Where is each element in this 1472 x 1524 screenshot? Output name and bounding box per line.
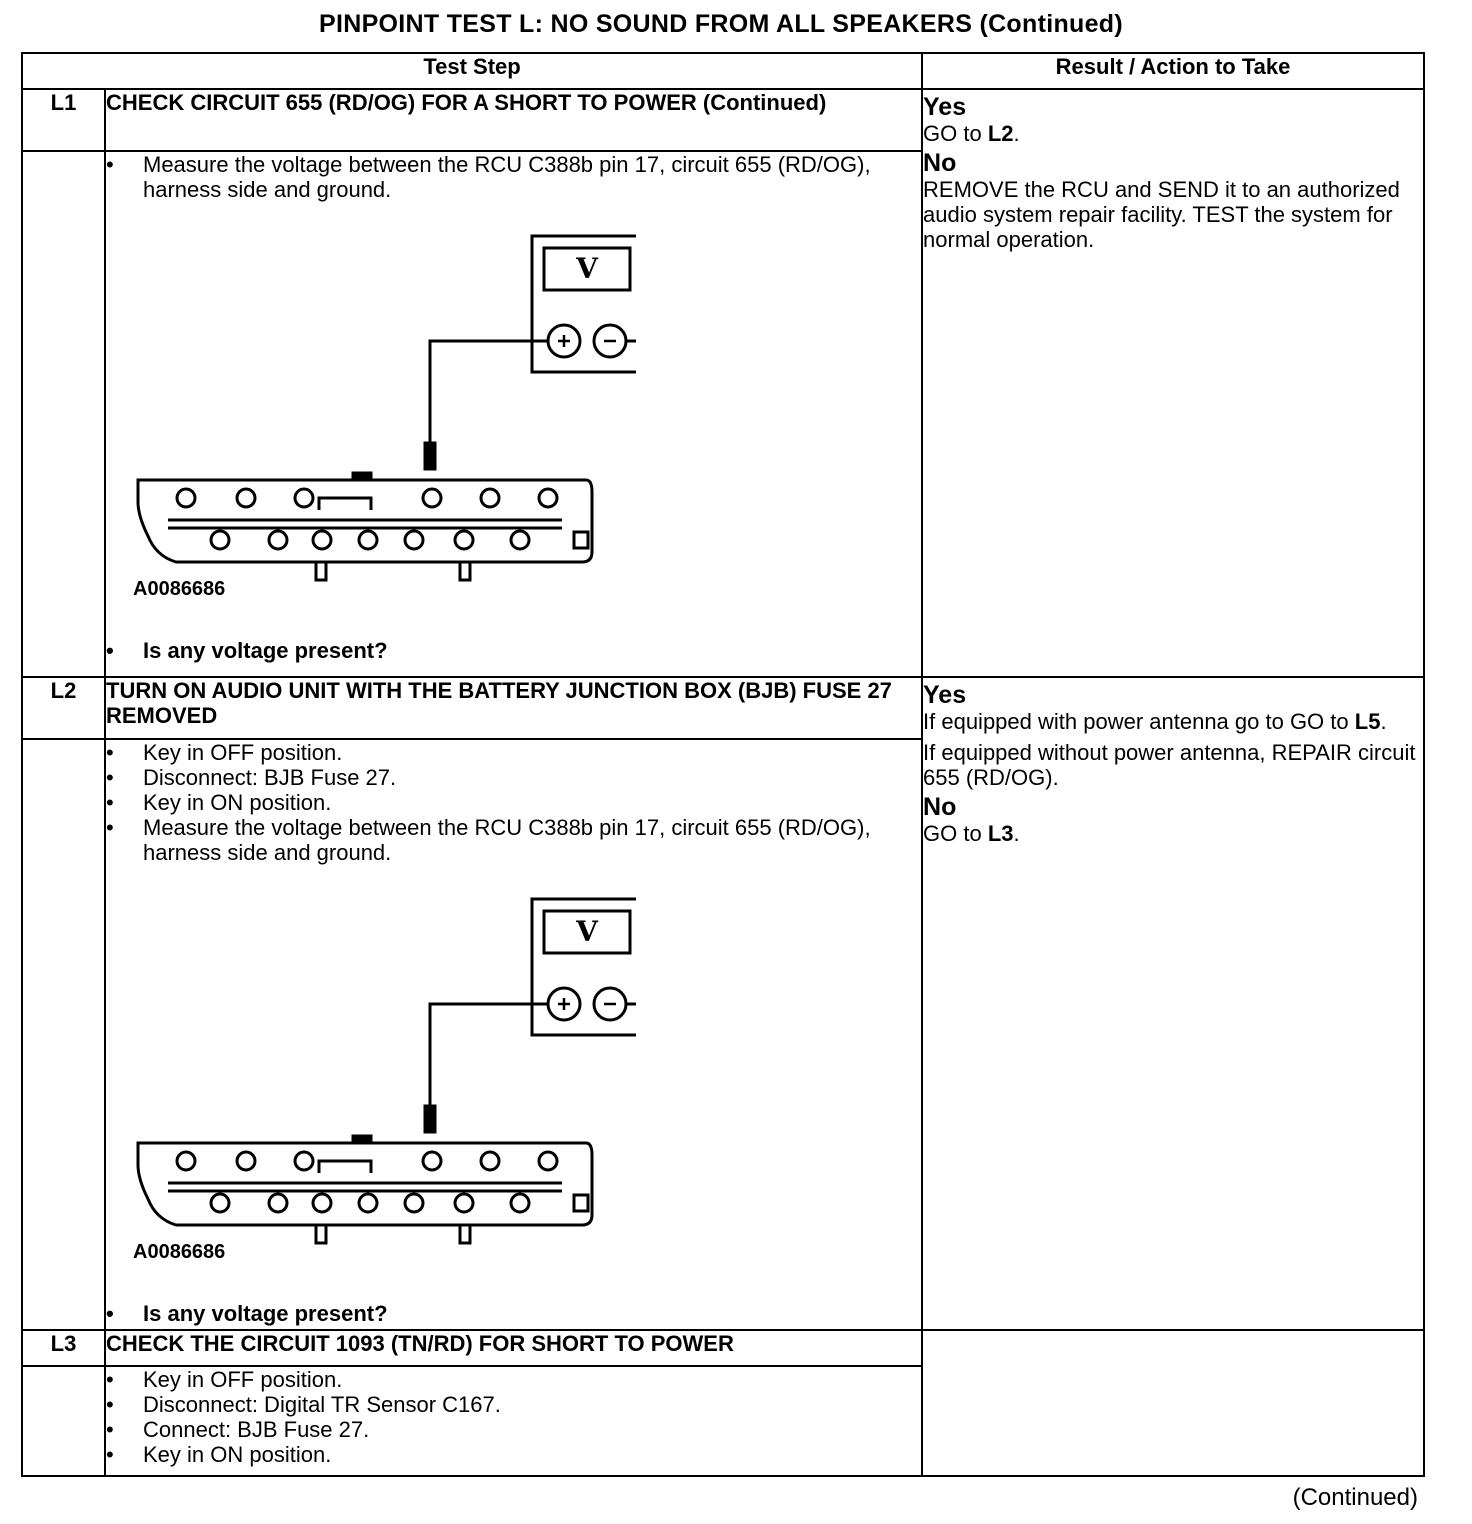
step-l3-result bbox=[921, 1329, 1426, 1477]
probe-tip-positive bbox=[423, 441, 437, 471]
list-item: Connect: BJB Fuse 27. bbox=[106, 1417, 921, 1442]
step-question: Is any voltage present? bbox=[106, 1301, 921, 1326]
voltmeter-symbol: V bbox=[575, 252, 599, 285]
list-item: Key in OFF position. bbox=[106, 740, 921, 765]
step-title: CHECK CIRCUIT 655 (RD/OG) FOR A SHORT TO… bbox=[103, 88, 924, 152]
step-question: Is any voltage present? bbox=[106, 638, 921, 663]
step-id: L1 bbox=[21, 88, 106, 152]
list-item: Measure the voltage between the RCU C388… bbox=[106, 815, 921, 865]
result-yes-target: L5 bbox=[1354, 709, 1381, 734]
list-item: Measure the voltage between the RCU C388… bbox=[106, 152, 921, 202]
question-list: Is any voltage present? bbox=[106, 1301, 921, 1326]
voltmeter-connector-figure: V A0086686 bbox=[106, 202, 921, 638]
result-no-label: No bbox=[923, 793, 957, 821]
result-yes-suffix: . bbox=[1380, 709, 1387, 734]
step-id: L2 bbox=[21, 676, 106, 740]
page-title: PINPOINT TEST L: NO SOUND FROM ALL SPEAK… bbox=[319, 10, 1123, 38]
step-id-spacer bbox=[21, 738, 106, 1331]
step-title: TURN ON AUDIO UNIT WITH THE BATTERY JUNC… bbox=[103, 676, 924, 740]
voltmeter-connector-figure: V A0086686 bbox=[106, 865, 921, 1301]
result-yes-text-1: If equipped with power antenna go to GO … bbox=[923, 709, 1423, 734]
step-l3-body-row: Key in OFF position. Disconnect: Digital… bbox=[21, 1365, 1424, 1477]
step-id: L3 bbox=[21, 1329, 106, 1367]
step-l2-body-row: Key in OFF position. Disconnect: BJB Fus… bbox=[21, 738, 1424, 1331]
step-l3-title-row: L3 CHECK THE CIRCUIT 1093 (TN/RD) FOR SH… bbox=[21, 1329, 1426, 1477]
instruction-list: Measure the voltage between the RCU C388… bbox=[106, 152, 921, 202]
voltmeter-symbol: V bbox=[575, 915, 599, 948]
result-yes-text-2: If equipped without power antenna, REPAI… bbox=[923, 740, 1416, 790]
result-no-target: L3 bbox=[987, 821, 1014, 846]
voltmeter-body bbox=[530, 897, 636, 1037]
step-l2-result: Yes If equipped with power antenna go to… bbox=[921, 676, 1426, 1331]
result-yes-target: L2 bbox=[987, 121, 1014, 146]
figure-id: A0086686 bbox=[133, 578, 226, 600]
instruction-list: Key in OFF position. Disconnect: Digital… bbox=[106, 1367, 921, 1467]
step-l1-body-row: Measure the voltage between the RCU C388… bbox=[21, 150, 1424, 678]
step-title: CHECK THE CIRCUIT 1093 (TN/RD) FOR SHORT… bbox=[103, 1329, 924, 1367]
continued-note: (Continued) bbox=[1292, 1484, 1418, 1511]
list-item: Key in ON position. bbox=[106, 1442, 921, 1467]
result-yes-prefix: GO to bbox=[923, 121, 988, 146]
list-item: Key in OFF position. bbox=[106, 1367, 921, 1392]
list-item: Key in ON position. bbox=[106, 790, 921, 815]
result-yes-label: Yes bbox=[923, 681, 967, 709]
step-l1-result: Yes GO to L2. No REMOVE the RCU and SEND… bbox=[921, 88, 1426, 678]
voltmeter-display bbox=[542, 246, 632, 292]
step-id-spacer bbox=[21, 150, 106, 678]
step-l1-title-row: L1 CHECK CIRCUIT 655 (RD/OG) FOR A SHORT… bbox=[21, 88, 1426, 678]
list-item: Disconnect: Digital TR Sensor C167. bbox=[106, 1392, 921, 1417]
result-no-prefix: GO to bbox=[923, 821, 988, 846]
result-no-text: GO to L3. bbox=[923, 821, 1423, 846]
result-yes-label: Yes bbox=[923, 93, 967, 121]
result-yes-text: GO to L2. bbox=[923, 121, 1423, 146]
list-item: Disconnect: BJB Fuse 27. bbox=[106, 765, 921, 790]
pinpoint-test-table: Test Step Result / Action to Take L1 CHE… bbox=[20, 52, 1426, 1477]
voltmeter-diagram: V bbox=[136, 234, 636, 582]
connector-latch bbox=[351, 471, 373, 481]
question-list: Is any voltage present? bbox=[106, 638, 921, 663]
probe-tip-positive bbox=[423, 1104, 437, 1134]
instruction-list: Key in OFF position. Disconnect: BJB Fus… bbox=[106, 740, 921, 865]
table-header-row: Test Step Result / Action to Take bbox=[20, 52, 1426, 90]
result-no-label: No bbox=[923, 149, 957, 177]
result-yes-prefix: If equipped with power antenna go to GO … bbox=[923, 709, 1355, 734]
figure-id: A0086686 bbox=[133, 1241, 226, 1263]
voltmeter-display bbox=[542, 909, 632, 955]
step-id-spacer bbox=[21, 1365, 106, 1477]
step-body: Key in OFF position. Disconnect: Digital… bbox=[103, 1365, 924, 1477]
connector-pins bbox=[175, 487, 590, 582]
result-no-suffix: . bbox=[1013, 821, 1020, 846]
column-header-result-action: Result / Action to Take bbox=[921, 52, 1426, 90]
connector-housing bbox=[136, 478, 594, 564]
column-header-test-step: Test Step bbox=[20, 52, 924, 90]
step-l2-title-row: L2 TURN ON AUDIO UNIT WITH THE BATTERY J… bbox=[21, 676, 1426, 1331]
result-yes-suffix: . bbox=[1013, 121, 1020, 146]
voltmeter-body bbox=[530, 234, 636, 374]
voltmeter-diagram: V bbox=[136, 897, 636, 1245]
step-body: Key in OFF position. Disconnect: BJB Fus… bbox=[103, 738, 924, 1331]
result-no-text: REMOVE the RCU and SEND it to an authori… bbox=[923, 177, 1400, 252]
connector-housing bbox=[136, 1141, 594, 1227]
connector-pins bbox=[175, 1150, 590, 1245]
step-body: Measure the voltage between the RCU C388… bbox=[103, 150, 924, 678]
connector-latch bbox=[351, 1134, 373, 1144]
